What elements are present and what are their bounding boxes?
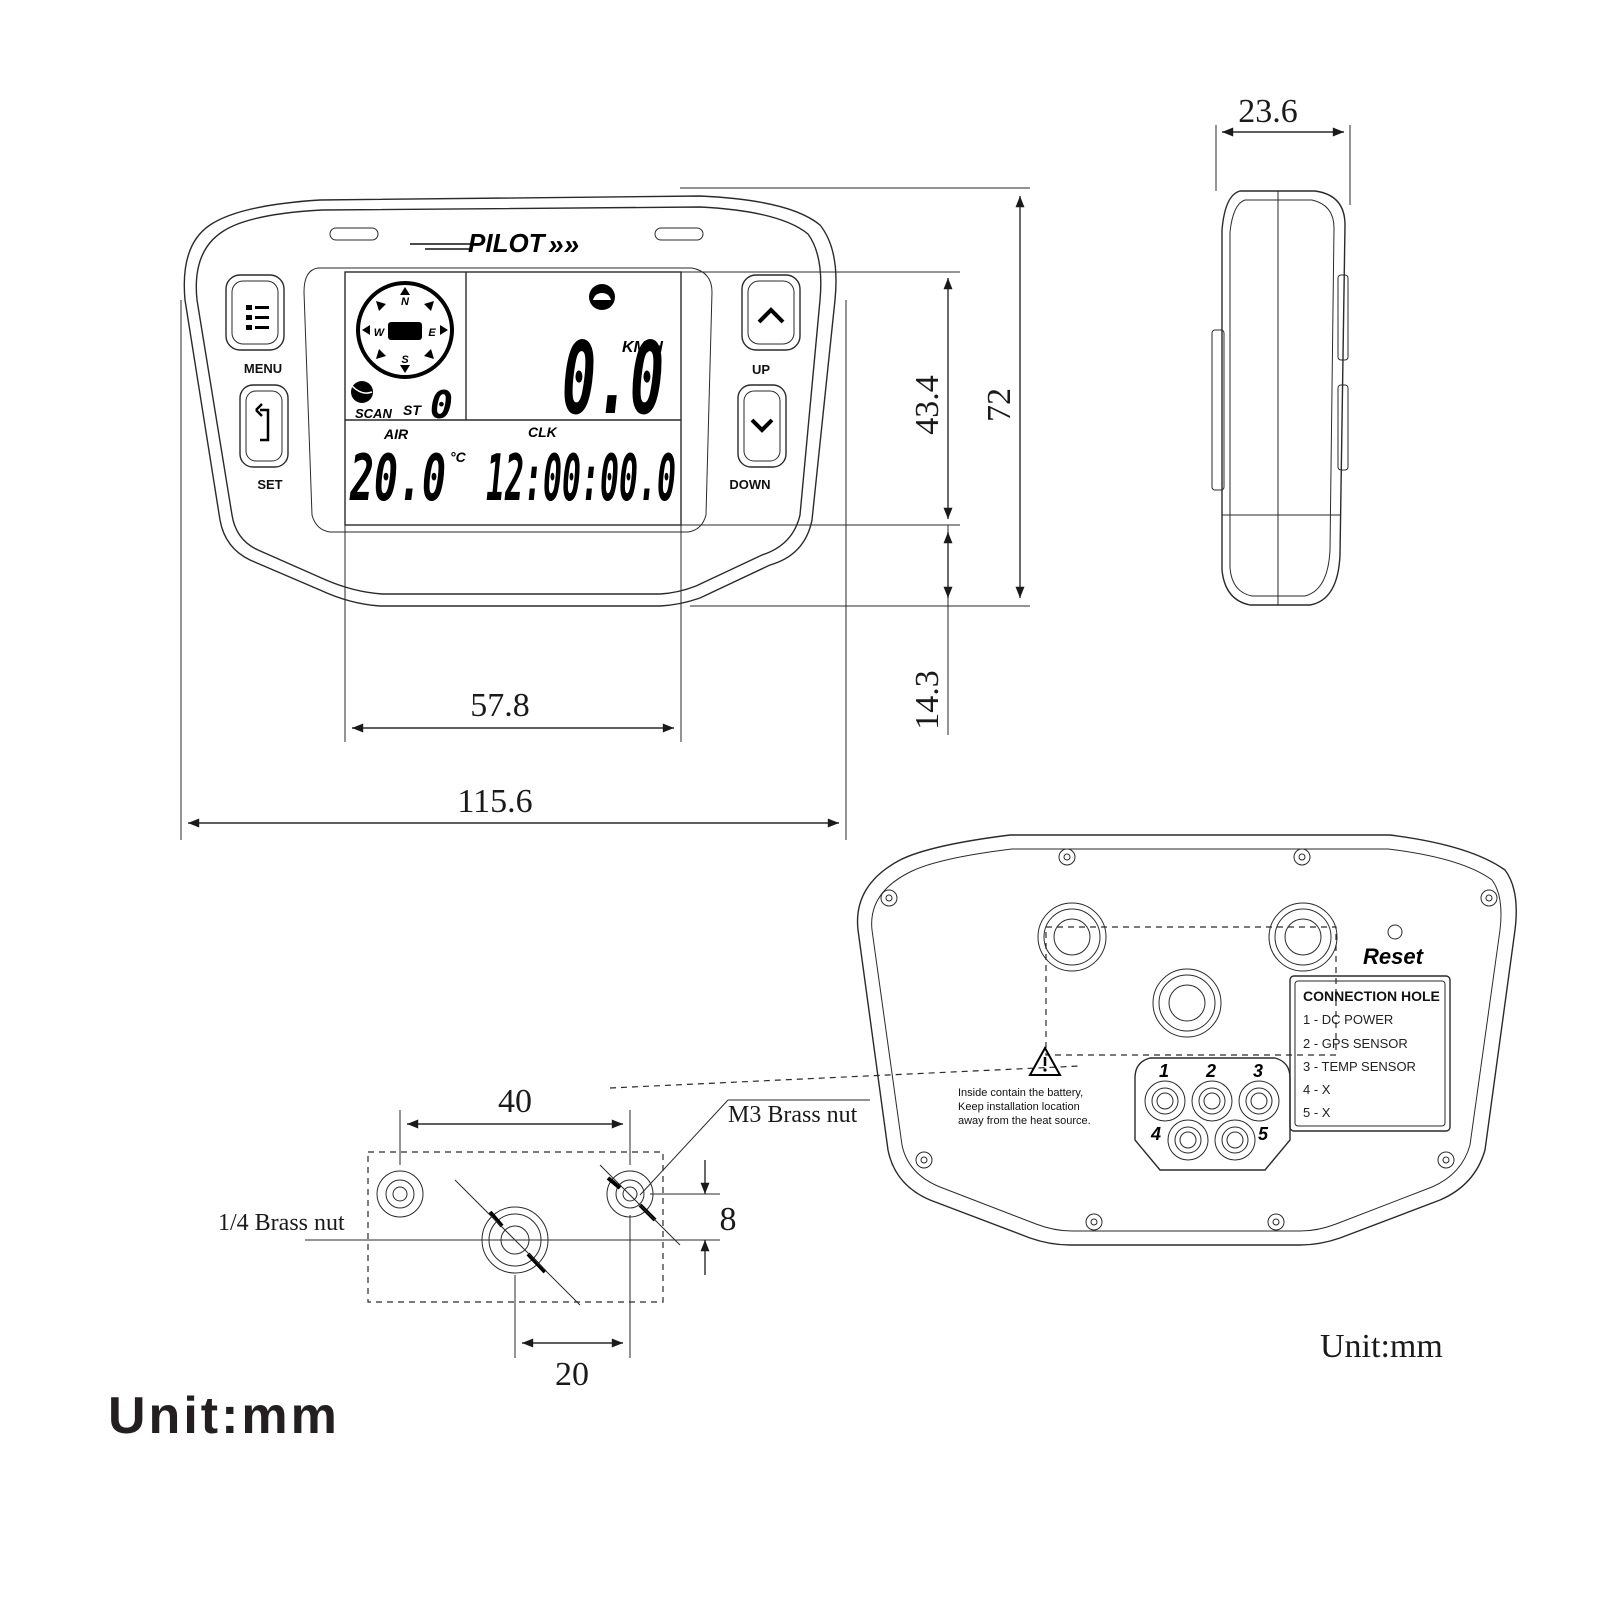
back-view: Reset CONNECTION HOLE 1 - DC POWER 2 - G… bbox=[609, 834, 1517, 1246]
mounting-detail: M3 Brass nut 1/4 Brass nut 40 8 20 bbox=[218, 1083, 870, 1393]
speed-unit: KM/H bbox=[622, 339, 663, 356]
air-label: AIR bbox=[383, 426, 409, 442]
air-temperature-value: 20.0 bbox=[349, 442, 446, 516]
unit-label-small: Unit:mm bbox=[1320, 1328, 1443, 1365]
compass-rose: GPS N S E W bbox=[356, 281, 454, 379]
set-button[interactable] bbox=[239, 384, 289, 468]
dim-center-offset: 20 bbox=[555, 1356, 589, 1393]
port-number: 2 bbox=[1205, 1061, 1216, 1081]
air-temperature-unit: °C bbox=[450, 449, 467, 465]
mount-bosses bbox=[1037, 902, 1338, 1038]
warning-text: Keep installation location bbox=[958, 1101, 1080, 1113]
chevron-logo-icon: »» bbox=[548, 229, 579, 260]
warning-icon bbox=[1028, 1045, 1062, 1076]
menu-button[interactable] bbox=[225, 274, 285, 351]
connection-label-box bbox=[1289, 975, 1451, 1132]
clock-value: 12:00:00.0 bbox=[486, 442, 676, 516]
warning-text: away from the heat source. bbox=[958, 1115, 1091, 1127]
clk-label: CLK bbox=[528, 424, 558, 440]
dim-nut-spacing: 40 bbox=[498, 1083, 532, 1120]
warning-text: Inside contain the battery, bbox=[958, 1087, 1083, 1099]
connection-item: 2 - GPS SENSOR bbox=[1303, 1036, 1408, 1051]
pilot-logo: PILOT »» bbox=[410, 228, 579, 260]
dim-screen-height: 43.4 bbox=[909, 375, 946, 435]
compass-gps-label: GPS bbox=[392, 325, 417, 339]
dim-nut-offset: 8 bbox=[720, 1201, 737, 1238]
front-view: PILOT »» GPS N S E W SCAN ST bbox=[183, 195, 837, 607]
st-label: ST bbox=[403, 402, 422, 418]
m3-nut-label: M3 Brass nut bbox=[728, 1102, 858, 1128]
car-icon bbox=[589, 284, 615, 310]
speed-value: 0.0 bbox=[562, 320, 664, 437]
front-dimensions: 72 43.4 14.3 57.8 115.6 bbox=[180, 187, 1030, 840]
port-number: 1 bbox=[1159, 1061, 1169, 1081]
port-number: 3 bbox=[1253, 1061, 1263, 1081]
connection-item: 5 - X bbox=[1303, 1105, 1331, 1120]
compass-south: S bbox=[401, 354, 409, 366]
connection-title: CONNECTION HOLE bbox=[1303, 988, 1440, 1004]
connector-ports bbox=[1144, 1080, 1280, 1161]
connection-item: 1 - DC POWER bbox=[1303, 1012, 1393, 1027]
port-number: 5 bbox=[1258, 1124, 1269, 1144]
chevron-down-icon bbox=[750, 418, 774, 433]
lcd-screen bbox=[344, 271, 682, 526]
reset-label: Reset bbox=[1363, 944, 1425, 969]
down-button[interactable] bbox=[737, 384, 787, 468]
screw-holes bbox=[880, 848, 1498, 1231]
reset-button[interactable] bbox=[1387, 924, 1403, 940]
port-number: 4 bbox=[1150, 1124, 1161, 1144]
dim-bottom-offset: 14.3 bbox=[909, 670, 946, 730]
up-button-label: UP bbox=[752, 362, 770, 377]
connection-item: 4 - X bbox=[1303, 1082, 1331, 1097]
compass-east: E bbox=[428, 327, 436, 339]
st-value: 0 bbox=[430, 383, 453, 427]
set-button-label: SET bbox=[257, 477, 282, 492]
connection-item: 3 - TEMP SENSOR bbox=[1303, 1059, 1416, 1074]
return-icon bbox=[255, 403, 270, 442]
dim-total-height: 72 bbox=[981, 388, 1018, 422]
connector-block bbox=[1134, 1057, 1291, 1171]
menu-icon bbox=[246, 305, 269, 330]
brand-logo-text: PILOT bbox=[468, 228, 547, 258]
satellite-icon bbox=[351, 381, 373, 403]
quarter-nut-label: 1/4 Brass nut bbox=[218, 1210, 345, 1236]
unit-label-large: Unit:mm bbox=[108, 1387, 340, 1445]
down-button-label: DOWN bbox=[729, 477, 770, 492]
compass-west: W bbox=[374, 327, 386, 339]
scan-label: SCAN bbox=[355, 406, 392, 421]
menu-button-label: MENU bbox=[244, 361, 282, 376]
chevron-up-icon bbox=[757, 307, 785, 324]
side-view: 23.6 bbox=[1211, 93, 1351, 606]
dim-screen-width: 57.8 bbox=[470, 687, 530, 724]
compass-north: N bbox=[401, 296, 410, 308]
dim-total-width: 115.6 bbox=[457, 783, 532, 820]
dim-depth: 23.6 bbox=[1238, 93, 1298, 130]
up-button[interactable] bbox=[741, 274, 801, 351]
